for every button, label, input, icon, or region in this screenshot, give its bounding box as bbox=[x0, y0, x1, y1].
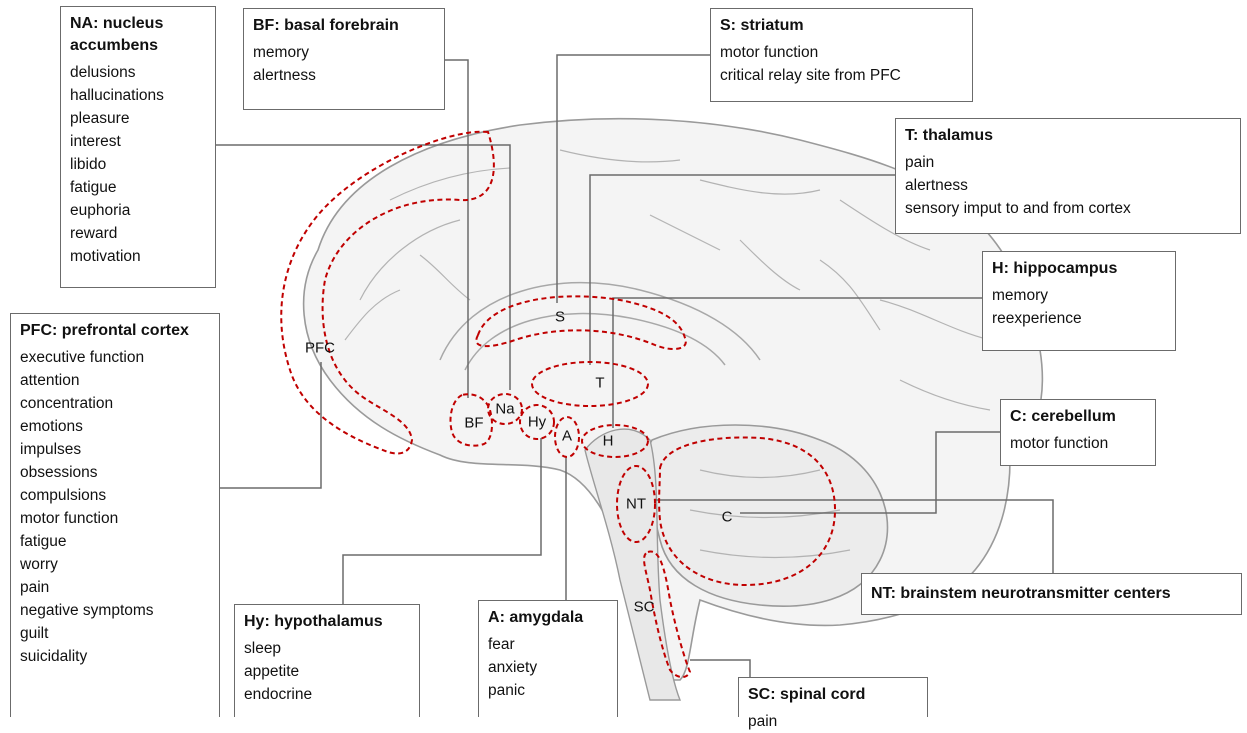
c-box-title: C: cerebellum bbox=[1010, 406, 1147, 428]
s-function-item: critical relay site from PFC bbox=[720, 64, 964, 87]
c-name: cerebellum bbox=[1031, 408, 1115, 425]
pfc-function-item: impulses bbox=[20, 438, 211, 461]
h-code: H bbox=[992, 260, 1004, 277]
pfc-function-item: guilt bbox=[20, 622, 211, 645]
nt-code: NT bbox=[871, 585, 891, 602]
bf-code: BF bbox=[253, 17, 274, 34]
h-box-title: H: hippocampus bbox=[992, 258, 1167, 280]
pfc-function-item: executive function bbox=[20, 346, 211, 369]
bf-name: basal forebrain bbox=[284, 17, 399, 34]
hy-function-item: appetite bbox=[244, 660, 411, 683]
bf-function-item: memory bbox=[253, 41, 436, 64]
pfc-function-item: concentration bbox=[20, 392, 211, 415]
na-function-item: reward bbox=[70, 222, 207, 245]
brain-label-h: H bbox=[603, 433, 614, 450]
pfc-function-item: emotions bbox=[20, 415, 211, 438]
s-code: S bbox=[720, 17, 731, 34]
region-box-amygdala: A: amygdala fearanxietypanic bbox=[478, 600, 618, 717]
a-name: amygdala bbox=[509, 609, 583, 626]
na-box-title: NA: nucleus accumbens bbox=[70, 13, 207, 57]
brain-label-pfc: PFC bbox=[305, 340, 335, 357]
a-function-item: fear bbox=[488, 633, 609, 656]
a-box-title: A: amygdala bbox=[488, 607, 609, 629]
c-function-item: motor function bbox=[1010, 432, 1147, 455]
h-function-item: reexperience bbox=[992, 307, 1167, 330]
pfc-function-item: compulsions bbox=[20, 484, 211, 507]
region-box-basal-forebrain: BF: basal forebrain memoryalertness bbox=[243, 8, 445, 110]
region-box-brainstem-neurotransmitter-centers: NT: brainstem neurotransmitter centers bbox=[861, 573, 1242, 615]
pfc-code: PFC bbox=[20, 322, 52, 339]
s-function-item: motor function bbox=[720, 41, 964, 64]
a-function-item: anxiety bbox=[488, 656, 609, 679]
pfc-function-item: fatigue bbox=[20, 530, 211, 553]
brain-label-t: T bbox=[595, 375, 604, 392]
na-function-item: libido bbox=[70, 153, 207, 176]
pfc-function-item: pain bbox=[20, 576, 211, 599]
hy-function-item: endocrine bbox=[244, 683, 411, 706]
a-code: A bbox=[488, 609, 500, 626]
hy-box-title: Hy: hypothalamus bbox=[244, 611, 411, 633]
brain-label-na: Na bbox=[495, 401, 514, 418]
brain-label-s: S bbox=[555, 309, 565, 326]
na-function-item: fatigue bbox=[70, 176, 207, 199]
pfc-box-title: PFC: prefrontal cortex bbox=[20, 320, 211, 342]
hy-name: hypothalamus bbox=[274, 613, 382, 630]
na-function-item: pleasure bbox=[70, 107, 207, 130]
brain-label-bf: BF bbox=[464, 415, 483, 432]
t-name: thalamus bbox=[923, 127, 993, 144]
c-code: C bbox=[1010, 408, 1022, 425]
bf-box-title: BF: basal forebrain bbox=[253, 15, 436, 37]
brain-label-hy: Hy bbox=[528, 414, 546, 431]
pfc-function-item: motor function bbox=[20, 507, 211, 530]
bf-function-item: alertness bbox=[253, 64, 436, 87]
region-box-cerebellum: C: cerebellum motor function bbox=[1000, 399, 1156, 466]
sc-name: spinal cord bbox=[780, 686, 865, 703]
t-function-item: sensory imput to and from cortex bbox=[905, 197, 1232, 220]
hy-function-item: sleep bbox=[244, 637, 411, 660]
t-code: T bbox=[905, 127, 913, 144]
hy-code: Hy bbox=[244, 613, 264, 630]
brain-label-sc: SC bbox=[634, 599, 655, 616]
na-function-item: hallucinations bbox=[70, 84, 207, 107]
pfc-function-item: attention bbox=[20, 369, 211, 392]
brain-diagram: PFC BF Na Hy A H S T NT C SC NA: nucleus… bbox=[0, 0, 1247, 717]
a-function-item: panic bbox=[488, 679, 609, 702]
nt-name: brainstem neurotransmitter centers bbox=[900, 585, 1170, 602]
brain-label-nt: NT bbox=[626, 496, 646, 513]
pfc-function-item: obsessions bbox=[20, 461, 211, 484]
brain-label-a: A bbox=[562, 428, 572, 445]
sc-code: SC bbox=[748, 686, 770, 703]
t-box-title: T: thalamus bbox=[905, 125, 1232, 147]
h-name: hippocampus bbox=[1013, 260, 1117, 277]
na-code: NA bbox=[70, 15, 93, 32]
nt-box-title: NT: brainstem neurotransmitter centers bbox=[871, 583, 1233, 605]
pfc-function-item: negative symptoms bbox=[20, 599, 211, 622]
h-function-item: memory bbox=[992, 284, 1167, 307]
sc-box-title: SC: spinal cord bbox=[748, 684, 919, 706]
s-box-title: S: striatum bbox=[720, 15, 964, 37]
na-function-item: euphoria bbox=[70, 199, 207, 222]
pfc-name: prefrontal cortex bbox=[62, 322, 189, 339]
brain-label-c: C bbox=[722, 509, 733, 526]
pfc-function-item: worry bbox=[20, 553, 211, 576]
sc-function-item: pain bbox=[748, 710, 919, 733]
na-function-item: motivation bbox=[70, 245, 207, 268]
t-function-item: alertness bbox=[905, 174, 1232, 197]
na-function-item: delusions bbox=[70, 61, 207, 84]
s-name: striatum bbox=[740, 17, 803, 34]
region-box-prefrontal-cortex: PFC: prefrontal cortex executive function… bbox=[10, 313, 220, 717]
pfc-connector bbox=[220, 362, 321, 488]
sc-connector bbox=[690, 660, 750, 677]
na-function-item: interest bbox=[70, 130, 207, 153]
pfc-function-item: suicidality bbox=[20, 645, 211, 668]
t-function-item: pain bbox=[905, 151, 1232, 174]
